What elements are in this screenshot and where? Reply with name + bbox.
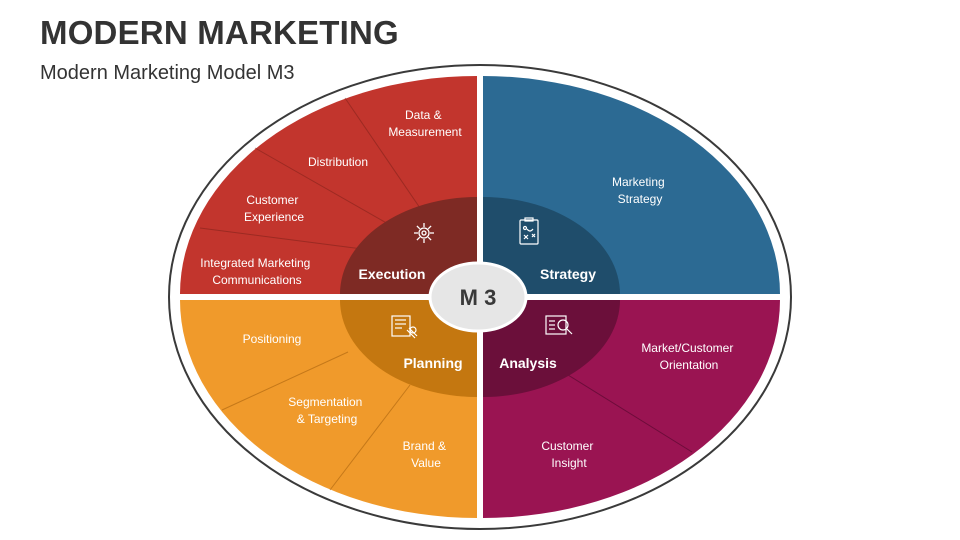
page-title: MODERN MARKETING [40, 14, 399, 51]
execution-label: Execution [359, 266, 426, 282]
analysis-inner [483, 300, 620, 397]
item-customer-insight: Customer Insight [541, 439, 596, 470]
sector-dividers [199, 97, 421, 251]
item-segmentation-targeting: Segmentation & Targeting [288, 395, 365, 426]
analysis-dividers [559, 369, 693, 453]
item-brand-value: Brand & Value [403, 439, 450, 470]
item-market-customer-orientation: Market/Customer Orientation [641, 341, 736, 372]
center-ellipse [428, 261, 528, 333]
item-integrated-marketing-communications: Integrated Marketing Communications [200, 256, 313, 287]
gear-icon [414, 223, 434, 243]
execution-inner [340, 197, 477, 294]
planning-label: Planning [403, 355, 462, 371]
strategy-board-icon [519, 217, 539, 245]
item-positioning: Positioning [243, 332, 302, 346]
strategy-inner [483, 197, 620, 294]
planning-inner [340, 300, 477, 397]
item-data-measurement: Data & Measurement [388, 108, 462, 139]
center-label: M 3 [460, 285, 497, 310]
analysis-label: Analysis [499, 355, 557, 371]
item-marketing-strategy: Marketing Strategy [612, 175, 668, 206]
planning-document-icon [391, 315, 418, 339]
item-customer-experience: Customer Experience [244, 193, 304, 224]
strategy-label: Strategy [540, 266, 596, 282]
page-subtitle: Modern Marketing Model M3 [40, 62, 295, 84]
item-distribution: Distribution [308, 155, 368, 169]
analysis-magnifier-icon [545, 315, 573, 335]
planning-dividers [221, 351, 411, 491]
